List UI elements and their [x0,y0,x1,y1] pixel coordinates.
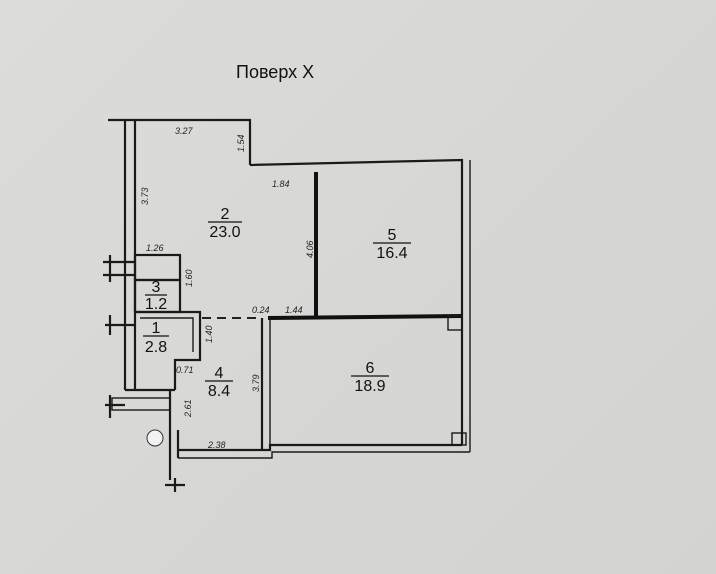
dim-2-61: 2.61 [183,399,193,418]
bottom-wall-outer [178,451,470,459]
room1-wall [135,310,202,390]
door-marker [146,429,164,447]
top-wall-left [108,118,252,165]
top-wall-right [249,158,464,445]
room-number: 3 [152,279,161,296]
dim-4-06: 4.06 [305,240,315,258]
room-1-label: 1 2.8 [143,320,169,356]
room-5-label: 5 16.4 [373,227,411,262]
partition-5-6 [267,314,463,320]
dim-1-54: 1.54 [236,134,246,152]
dimension-labels: 3.27 1.54 3.73 1.84 4.06 1.26 1.60 0.24 … [140,126,315,450]
room-6-label: 6 18.9 [351,360,389,395]
room-number: 5 [388,227,397,244]
room-area: 23.0 [209,224,240,241]
room-area: 18.9 [354,378,385,395]
dim-3-27: 3.27 [175,126,194,136]
room-3-label: 3 1.2 [145,279,167,313]
bottom-wall [178,443,462,452]
room-area: 1.2 [145,296,167,313]
dim-1-26: 1.26 [146,243,164,253]
dim-2-38: 2.38 [207,440,226,450]
dim-1-40: 1.40 [204,325,214,343]
room-number: 2 [221,206,230,223]
dim-1-44: 1.44 [285,305,303,315]
room-number: 4 [215,365,224,382]
dim-1-60: 1.60 [184,269,194,287]
room-area: 8.4 [208,383,230,400]
room1-wall-inner [140,317,194,352]
room-area: 2.8 [145,339,167,356]
dim-3-79: 3.79 [251,374,261,392]
dim-3-73: 3.73 [140,187,150,205]
floor-title: Поверх X [236,62,314,82]
riser-bottom [451,432,467,446]
room-number: 6 [366,360,375,377]
room-4-label: 4 8.4 [205,365,233,400]
dim-1-84: 1.84 [272,179,290,189]
walls [103,118,471,492]
room-area: 16.4 [376,245,407,262]
riser-top [447,315,463,331]
room-number: 1 [152,320,161,337]
room-2-label: 2 23.0 [208,206,242,241]
room3-top-box [133,253,182,282]
dim-0-71: 0.71 [176,365,194,375]
dim-0-24: 0.24 [252,305,270,315]
